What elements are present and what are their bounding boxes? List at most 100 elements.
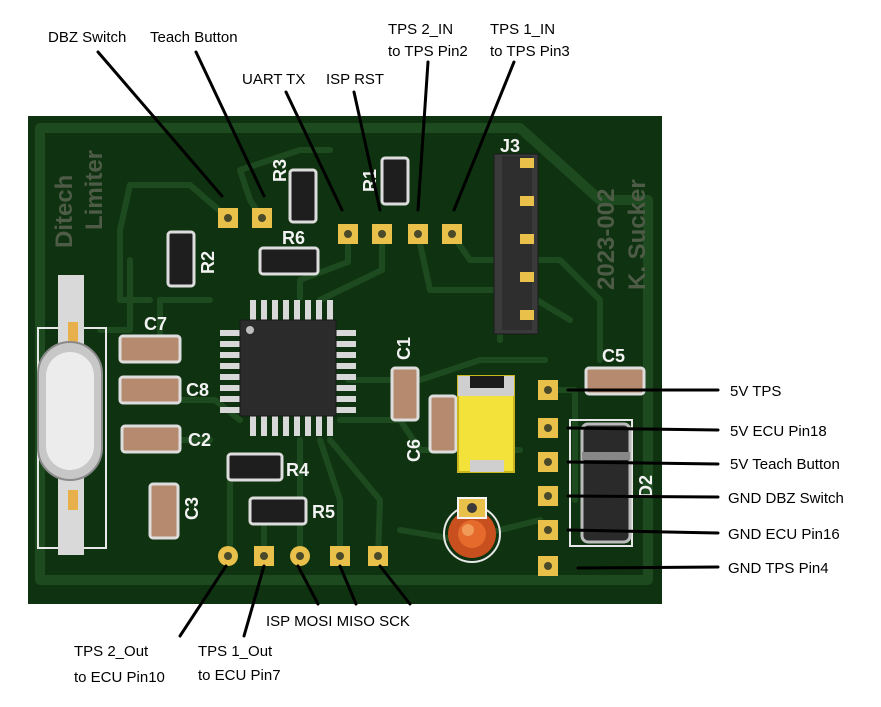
chip-pin: [220, 374, 240, 380]
silk-board-name: Ditech Limiter: [51, 150, 108, 248]
chip-pin: [316, 300, 322, 320]
silk-board-id: 2023-002 K. Sucker: [593, 179, 651, 290]
chip-pin: [305, 300, 311, 320]
label-teach-button: Teach Button: [150, 29, 238, 46]
chip-pin: [220, 407, 240, 413]
pad-hole: [544, 386, 552, 394]
label-isp-rst: ISP RST: [326, 71, 384, 88]
pad-hole: [544, 492, 552, 500]
chip-pin: [250, 416, 256, 436]
label-tps1-in-line1: TPS 1_IN: [490, 21, 555, 38]
label-tps2-out-line1: TPS 2_Out: [74, 643, 149, 660]
pad-hole: [544, 562, 552, 570]
pad-hole: [224, 552, 232, 560]
designator-j3: J3: [500, 136, 520, 156]
header-pin: [520, 196, 534, 206]
chip-pin: [261, 416, 267, 436]
label-tps2-in-line2: to TPS Pin2: [388, 43, 468, 60]
chip-pin: [316, 416, 322, 436]
designator-r5: R5: [312, 502, 335, 522]
label-dbz-switch: DBZ Switch: [48, 29, 126, 46]
chip-pin: [283, 416, 289, 436]
designator-r2: R2: [198, 251, 218, 274]
designator-c8: C8: [186, 380, 209, 400]
pad-hole: [414, 230, 422, 238]
label-tps1-out-line1: TPS 1_Out: [198, 643, 273, 660]
pad-hole: [378, 230, 386, 238]
resistor-r4: [226, 452, 284, 482]
pad-hole: [544, 526, 552, 534]
label-uart-tx: UART TX: [242, 71, 305, 88]
chip-pin: [220, 363, 240, 369]
header-pin: [520, 234, 534, 244]
crystal: [37, 275, 107, 555]
chip-pin: [336, 363, 356, 369]
chip-pin: [336, 374, 356, 380]
chip-pin: [220, 396, 240, 402]
label-5v-ecu: 5V ECU Pin18: [730, 423, 827, 440]
pad-hole: [544, 458, 552, 466]
label-tps1-out-line2: to ECU Pin7: [198, 667, 281, 684]
chip-pin: [220, 352, 240, 358]
pad-hole: [296, 552, 304, 560]
resistor-r5: [248, 496, 308, 526]
designator-c7: C7: [144, 314, 167, 334]
pad-hole: [260, 552, 268, 560]
chip-pin: [272, 300, 278, 320]
chip-pin: [220, 341, 240, 347]
pad-hole: [374, 552, 382, 560]
chip-pin: [294, 416, 300, 436]
chip-pin: [336, 352, 356, 358]
resistor-r1: [380, 156, 410, 206]
leader-lines: [96, 50, 720, 638]
pad-hole: [224, 214, 232, 222]
pad-hole: [258, 214, 266, 222]
label-5v-teach: 5V Teach Button: [730, 456, 840, 473]
label-tps2-in-line1: TPS 2_IN: [388, 21, 453, 38]
pad-hole: [336, 552, 344, 560]
designator-c3: C3: [182, 497, 202, 520]
chip-pin: [327, 416, 333, 436]
resistor-r6: [258, 246, 320, 276]
diode-yellow: [457, 375, 515, 473]
chip-pin: [336, 385, 356, 391]
chip-pin: [283, 300, 289, 320]
chip-pin: [336, 330, 356, 336]
diode-d2: [569, 419, 633, 547]
led: [443, 497, 501, 563]
header-pin: [520, 310, 534, 320]
designator-c5: C5: [602, 346, 625, 366]
microcontroller-chip: [220, 300, 356, 436]
label-5v-tps: 5V TPS: [730, 383, 781, 400]
capacitor-c3: [148, 482, 180, 540]
capacitor-c7: [118, 334, 182, 364]
pad-hole: [544, 424, 552, 432]
chip-pin: [261, 300, 267, 320]
designator-r4: R4: [286, 460, 309, 480]
chip-pin: [336, 407, 356, 413]
header-pin: [520, 272, 534, 282]
designator-d2: D2: [636, 475, 656, 498]
header-j3: [493, 153, 539, 335]
label-tps1-in-line2: to TPS Pin3: [490, 43, 570, 60]
chip-pin: [294, 300, 300, 320]
chip-pin: [305, 416, 311, 436]
resistor-r2: [166, 230, 196, 288]
capacitor-c1: [390, 366, 420, 422]
chip-pin: [220, 385, 240, 391]
silk-right-line2: K. Sucker: [624, 179, 651, 290]
pad-hole: [448, 230, 456, 238]
capacitor-c6: [428, 394, 458, 454]
chip-pin: [220, 330, 240, 336]
silk-left-line2: Limiter: [81, 150, 108, 230]
label-tps2-out-line2: to ECU Pin10: [74, 669, 165, 686]
label-isp-bottom: ISP MOSI MISO SCK: [266, 613, 410, 630]
resistor-r3: [288, 168, 318, 224]
designator-r3: R3: [270, 159, 290, 182]
capacitor-c2: [120, 424, 182, 454]
header-pin: [520, 158, 534, 168]
label-gnd-dbz: GND DBZ Switch: [728, 490, 844, 507]
designator-r1: R1: [360, 169, 380, 192]
label-gnd-tps: GND TPS Pin4: [728, 560, 829, 577]
